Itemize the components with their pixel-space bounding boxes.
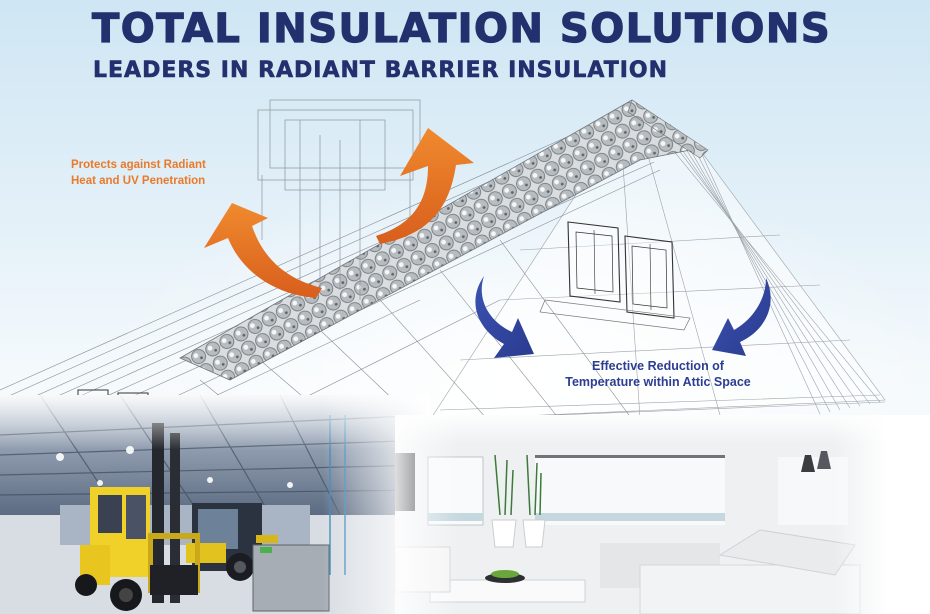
caption-line: Heat and UV Penetration <box>71 175 206 187</box>
bubble-insulation-band <box>179 99 701 381</box>
caption-line: Effective Reduction of <box>592 359 724 373</box>
dormer-windows <box>539 221 691 331</box>
chimney-wireframe <box>257 99 421 300</box>
attic-temperature-caption: Effective Reduction of Temperature withi… <box>538 358 778 390</box>
caption-line: Protects against Radiant <box>71 159 206 171</box>
curved-arrow-up-icon <box>204 203 322 298</box>
curved-arrow-down-icon <box>475 276 534 358</box>
headline-subtitle: LEADERS IN RADIANT BARRIER INSULATION <box>93 58 669 84</box>
curved-arrow-up-icon <box>376 128 474 244</box>
radiant-protection-caption: Protects against Radiant Heat and UV Pen… <box>71 157 206 189</box>
curved-arrow-down-icon <box>712 278 771 356</box>
warehouse-photo <box>0 395 430 614</box>
caption-line: Temperature within Attic Space <box>565 375 751 389</box>
headline-title: TOTAL INSULATION SOLUTIONS <box>91 5 832 52</box>
living-room-photo <box>395 415 930 614</box>
